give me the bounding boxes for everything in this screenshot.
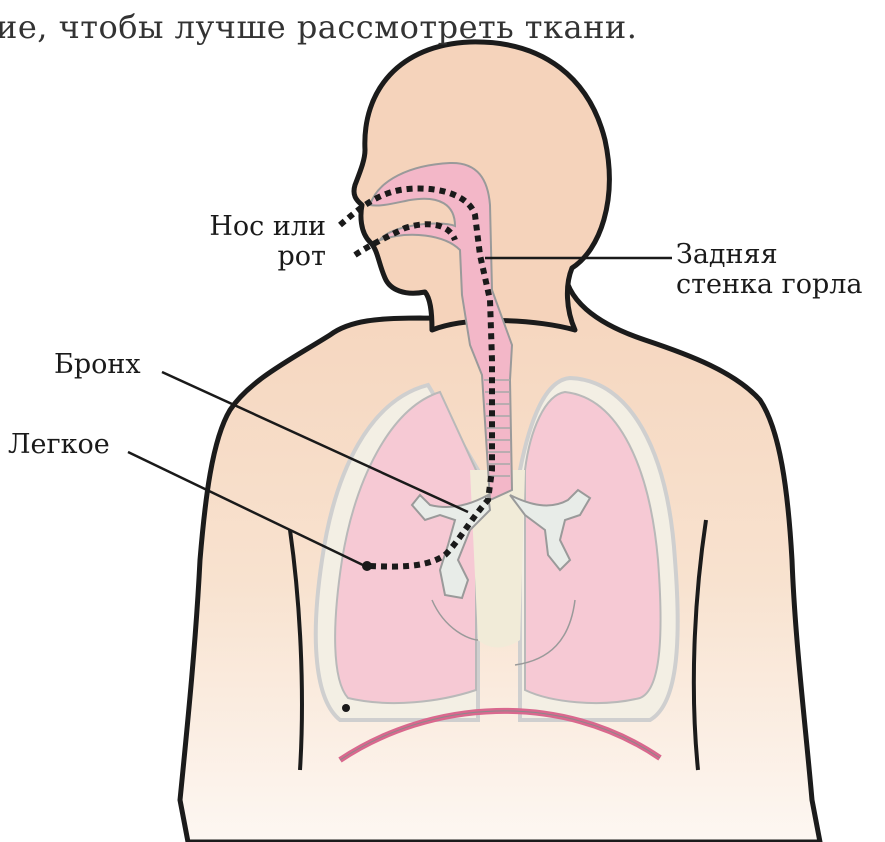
label-back-of-throat-line1: Задняя — [676, 240, 863, 270]
label-lung: Легкое — [8, 430, 110, 460]
label-bronchus: Бронх — [54, 350, 141, 380]
caption-text: ие, чтобы лучше рассмотреть ткани. — [0, 8, 637, 46]
label-nose-or-mouth-line2: рот — [198, 242, 326, 272]
label-back-of-throat: Задняя стенка горла — [676, 240, 863, 300]
label-nose-or-mouth: Нос или рот — [198, 212, 326, 272]
label-nose-or-mouth-line1: Нос или — [198, 212, 326, 242]
label-back-of-throat-line2: стенка горла — [676, 270, 863, 300]
